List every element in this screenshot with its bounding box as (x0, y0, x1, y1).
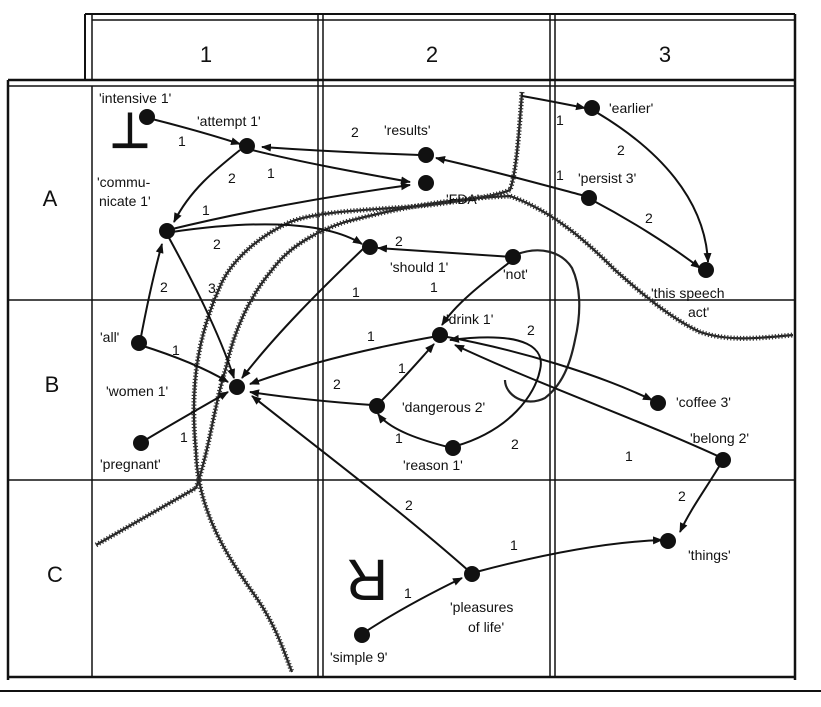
edges (139, 95, 723, 635)
label-communicate-line2: nicate 1' (99, 193, 151, 209)
node-pleasures-of-life (464, 566, 480, 582)
label-this-speech-line2: act' (688, 304, 709, 320)
node-dangerous (369, 398, 385, 414)
weight-communicate-fda: 1 (202, 202, 210, 218)
label-persist: 'persist 3' (578, 170, 636, 186)
weight-reason-dangerous: 1 (395, 430, 403, 446)
label-attempt: 'attempt 1' (197, 113, 261, 129)
node-pregnant (133, 435, 149, 451)
column-header-2: 2 (426, 42, 438, 67)
row-header-c: C (47, 562, 63, 587)
weight-persist-speech: 2 (645, 210, 653, 226)
label-drink: 'drink 1' (446, 311, 493, 327)
weight-belong-things: 2 (678, 488, 686, 504)
label-dangerous: 'dangerous 2' (402, 399, 485, 415)
node-not (505, 249, 521, 265)
weight-belong-drink: 1 (625, 448, 633, 464)
label-coffee: 'coffee 3' (676, 394, 731, 410)
label-communicate-line1: 'commu- (97, 174, 151, 190)
weight-pleasures-women: 2 (405, 497, 413, 513)
weight-persist-results: 1 (556, 167, 564, 183)
weight-intensive-attempt: 1 (178, 133, 186, 149)
weight-pleasures-things: 1 (510, 537, 518, 553)
weight-earlier: 1 (556, 112, 564, 128)
node-intensive (139, 109, 155, 125)
label-results: 'results' (384, 122, 431, 138)
weight-communicate-women: 3 (208, 280, 216, 296)
label-things: 'things' (688, 547, 731, 563)
node-attempt (239, 138, 255, 154)
label-not: 'not' (503, 266, 528, 282)
weight-not-should: 2 (395, 233, 403, 249)
node-communicate (159, 223, 175, 239)
label-reason: 'reason 1' (403, 457, 463, 473)
label-women: 'women 1' (106, 383, 168, 399)
weight-results-attempt: 2 (351, 124, 359, 140)
weight-not-drink: 1 (430, 279, 438, 295)
label-belong: 'belong 2' (690, 430, 749, 446)
region-boundary (94, 91, 794, 673)
node-women (229, 379, 245, 395)
weight-attempt-communicate: 2 (228, 170, 236, 186)
grid-lines (0, 13, 821, 692)
edge-weights: 1 2 1 2 1 2 1 2 1 2 3 2 1 1 2 1 1 2 1 2 … (160, 112, 686, 601)
weight-should-women: 1 (352, 284, 360, 300)
row-header-b: B (45, 372, 60, 397)
weight-all-communicate: 2 (160, 279, 168, 295)
node-simple (354, 627, 370, 643)
node-earlier (584, 100, 600, 116)
weight-earlier-speech: 2 (617, 142, 625, 158)
weight-pregnant-women: 1 (180, 429, 188, 445)
node-fda (418, 175, 434, 191)
column-header-1: 1 (200, 42, 212, 67)
label-earlier: 'earlier' (609, 100, 653, 116)
weight-simple-pleasures: 1 (404, 585, 412, 601)
node-things (660, 533, 676, 549)
node-labels: 'intensive 1' 'attempt 1' 'results' 'FDA… (97, 90, 749, 665)
weight-communicate-should: 2 (213, 236, 221, 252)
node-results (418, 147, 434, 163)
nodes (131, 100, 731, 643)
node-belong (715, 452, 731, 468)
label-all: 'all' (100, 329, 119, 345)
node-coffee (650, 395, 666, 411)
label-fda: 'FDA' (446, 191, 479, 207)
weight-dangerous-drink: 1 (398, 360, 406, 376)
weight-attempt-fda: 1 (267, 165, 275, 181)
column-header-3: 3 (659, 42, 671, 67)
weight-reason-drink: 2 (511, 436, 519, 452)
label-intensive: 'intensive 1' (99, 90, 171, 106)
label-should: 'should 1' (390, 259, 448, 275)
weight-drink-coffee: 2 (527, 322, 535, 338)
node-this-speech-act (698, 262, 714, 278)
weight-drink-women: 1 (367, 328, 375, 344)
row-header-a: A (43, 186, 58, 211)
label-pleasures-line2: of life' (468, 619, 504, 635)
node-should (362, 239, 378, 255)
node-reason (445, 440, 461, 456)
weight-all-women: 1 (172, 342, 180, 358)
label-simple: 'simple 9' (330, 649, 387, 665)
label-pregnant: 'pregnant' (100, 456, 161, 472)
weight-dangerous-women: 2 (333, 376, 341, 392)
label-pleasures-line1: 'pleasures (450, 599, 513, 615)
node-persist (581, 190, 597, 206)
upside-down-letter: R (346, 547, 388, 612)
label-this-speech-line1: 'this speech (651, 285, 725, 301)
node-drink (432, 327, 448, 343)
node-all (131, 335, 147, 351)
